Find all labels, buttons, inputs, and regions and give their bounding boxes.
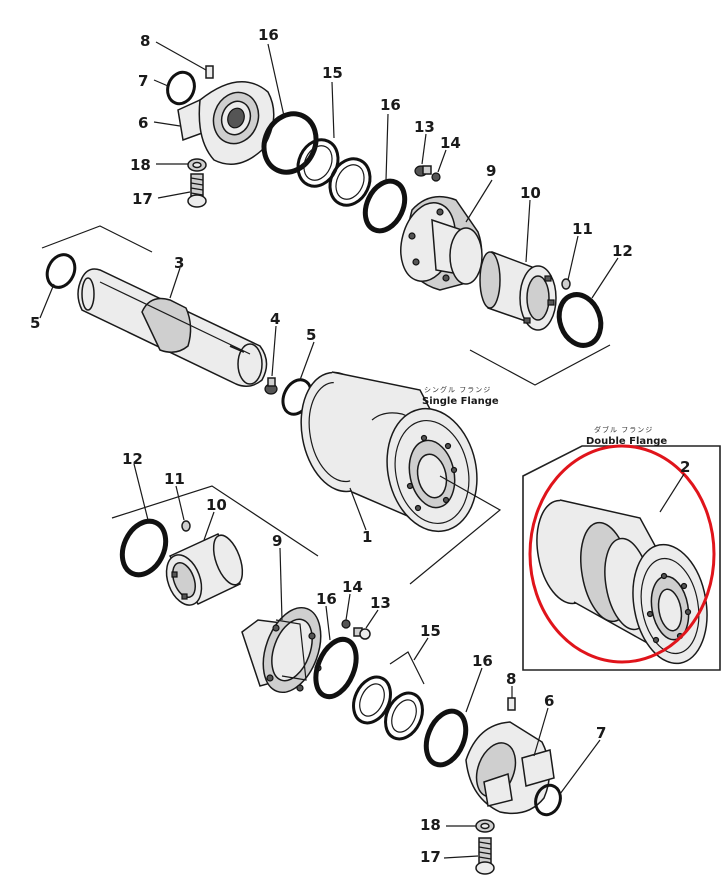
part-17-bolt-bottom	[475, 837, 495, 875]
label-16-bottom-left: 16	[316, 590, 337, 608]
label-6-top: 6	[138, 114, 148, 132]
label-10-bottom: 10	[206, 496, 227, 514]
label-7-top: 7	[138, 72, 148, 90]
part-4-plug	[264, 377, 278, 395]
label-5-left: 5	[30, 314, 40, 332]
label-12-top: 12	[612, 242, 633, 260]
label-18-top: 18	[130, 156, 151, 174]
single-flange-text: Single Flange	[422, 396, 499, 407]
label-14-bottom: 14	[342, 578, 363, 596]
label-9-top: 9	[486, 162, 496, 180]
part-7-ring-top	[166, 70, 196, 106]
label-9-bottom: 9	[272, 532, 282, 550]
part-16-o-ring-bottom-right	[423, 708, 469, 768]
group-bracket-seal-bottom	[389, 651, 425, 685]
part-15-seal-bottom	[352, 675, 424, 741]
label-10-top: 10	[520, 184, 541, 202]
label-2: 2	[680, 458, 690, 476]
double-flange-panel: ダブル フランジ Double Flange	[522, 425, 721, 671]
label-7-bottom: 7	[596, 724, 606, 742]
label-15-top: 15	[322, 64, 343, 82]
label-17-bottom: 17	[420, 848, 441, 866]
part-8-pin-top	[205, 65, 214, 79]
part-16-o-ring-top-right	[362, 178, 408, 234]
single-flange-jp-text: シングル フランジ	[424, 385, 491, 394]
label-16-top-left: 16	[258, 26, 279, 44]
label-18-bottom: 18	[420, 816, 441, 834]
part-17-bolt-top	[187, 173, 207, 208]
label-4: 4	[270, 310, 280, 328]
part-10-bushing-bottom	[165, 533, 244, 606]
group-bracket-shaft	[41, 225, 153, 253]
part-9-hub-top	[400, 195, 483, 291]
label-11-bottom: 11	[164, 470, 185, 488]
label-16-bottom-right: 16	[472, 652, 493, 670]
part-13-bolt-bottom	[353, 627, 371, 640]
part-number-labels: 8 7 6 18 17 16 15 16 13 14 9 10 11 12 3 …	[30, 26, 690, 866]
label-13-top: 13	[414, 118, 435, 136]
label-11-top: 11	[572, 220, 593, 238]
center-line-bracket	[409, 475, 502, 585]
leader-lines	[39, 41, 685, 859]
part-3-shaft	[77, 268, 268, 387]
part-16-o-ring-bottom-left	[313, 636, 359, 700]
part-10-bushing-top	[479, 251, 557, 331]
part-6-collar-bottom	[465, 721, 555, 815]
label-1: 1	[362, 528, 372, 546]
part-14-washer-bottom	[341, 619, 351, 629]
label-15-bottom: 15	[420, 622, 441, 640]
label-16-top-right: 16	[380, 96, 401, 114]
part-13-bolt-top	[414, 165, 432, 177]
part-14-washer-top	[431, 172, 441, 182]
part-15-seal-top	[296, 138, 372, 207]
label-6-bottom: 6	[544, 692, 554, 710]
part-6-collar-top	[177, 81, 275, 165]
label-3: 3	[174, 254, 184, 272]
label-13-bottom: 13	[370, 594, 391, 612]
label-14-top: 14	[440, 134, 461, 152]
part-12-ring-bottom	[119, 518, 169, 578]
part-7-ring-bottom	[534, 783, 562, 817]
part-5-ring-left	[45, 253, 77, 289]
label-8-top: 8	[140, 32, 150, 50]
part-16-o-ring-top-left	[261, 111, 319, 175]
part-11-pin-bottom	[181, 520, 191, 532]
double-flange-jp-text: ダブル フランジ	[594, 425, 653, 434]
double-flange-text: Double Flange	[586, 436, 667, 447]
part-11-pin-top	[561, 278, 571, 290]
part-9-hub-bottom	[241, 606, 322, 694]
part-2-double-flange-roller	[536, 499, 708, 665]
part-1-single-flange-roller	[300, 371, 478, 533]
label-8-bottom: 8	[506, 670, 516, 688]
single-flange-caption: シングル フランジ Single Flange	[422, 385, 499, 407]
highlight-circle	[528, 444, 716, 664]
label-17-top: 17	[132, 190, 153, 208]
part-18-washer-bottom	[475, 819, 495, 833]
group-bracket-top-right	[469, 344, 611, 386]
part-18-washer-top	[187, 158, 207, 172]
part-12-ring-top	[556, 292, 604, 348]
label-5-middle: 5	[306, 326, 316, 344]
part-8-pin-bottom	[507, 697, 516, 711]
label-12-bottom: 12	[122, 450, 143, 468]
